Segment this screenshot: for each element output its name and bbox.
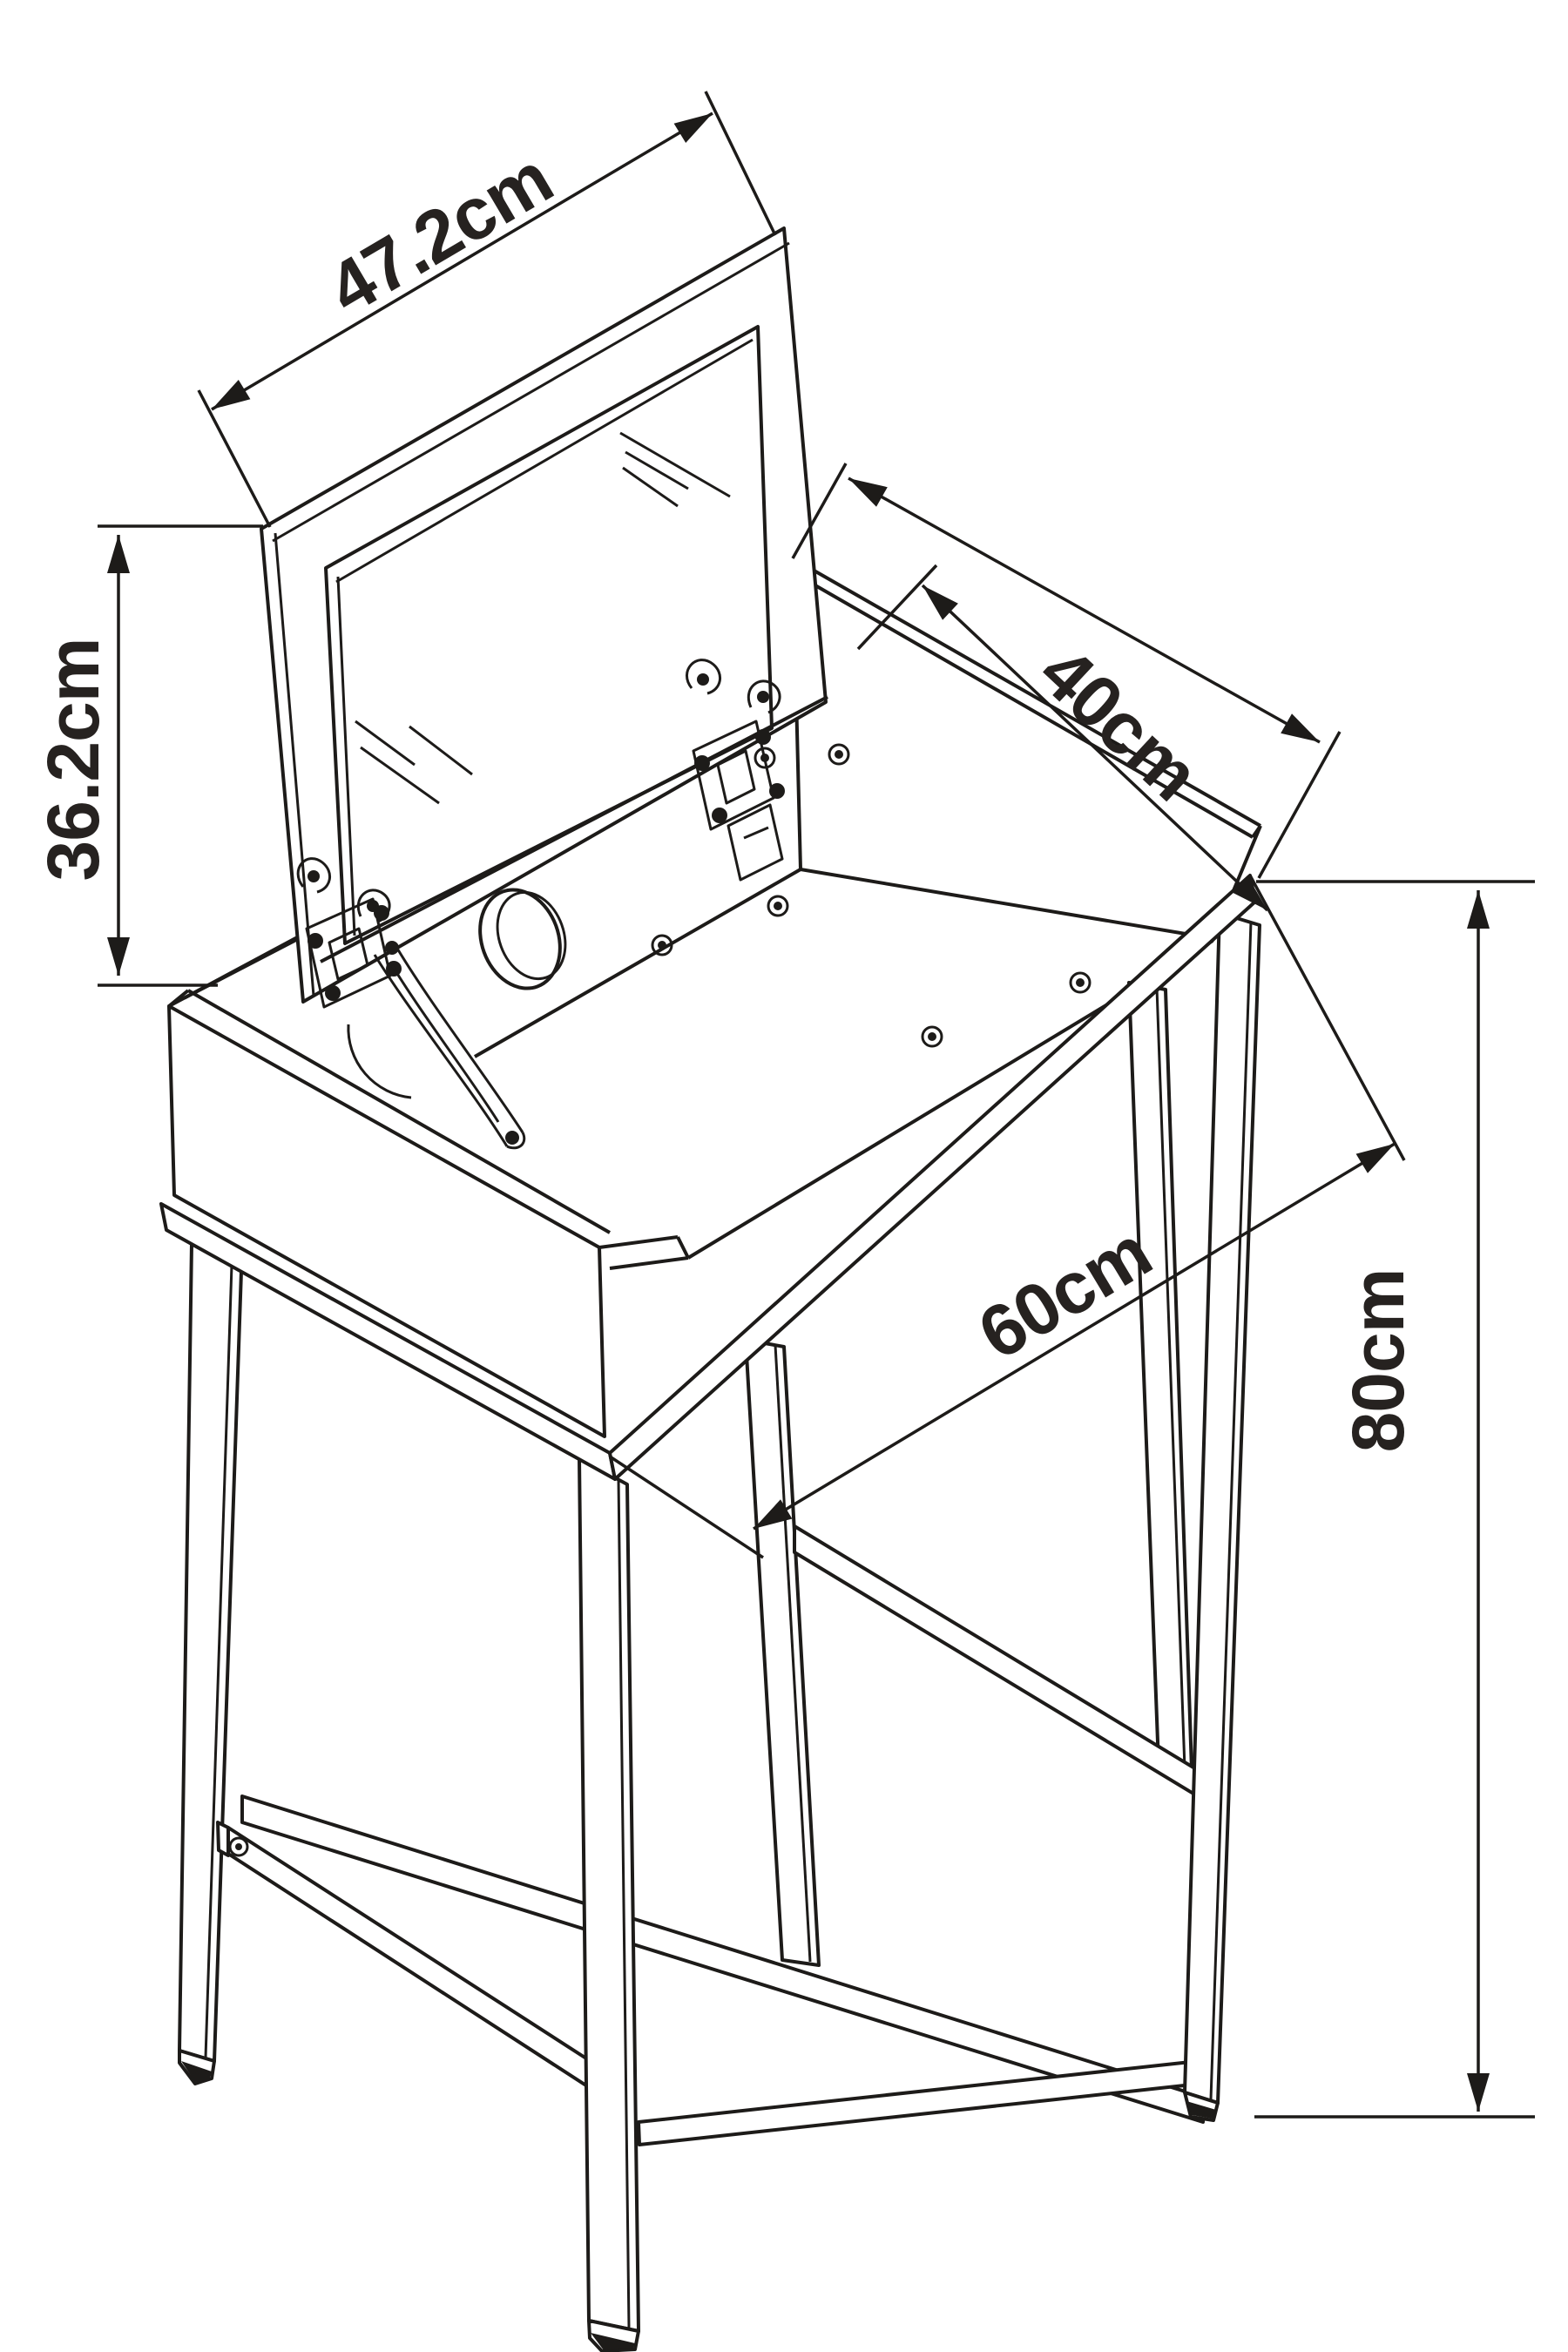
dimension-tabletop-width: 60cm (609, 875, 1406, 1559)
dimension-tabletop-depth: 40cm (856, 564, 1269, 912)
mirror-shine-upper (619, 431, 731, 508)
right-rim-inner (802, 577, 1254, 839)
leg-front-right (578, 1456, 640, 2352)
lid-board (260, 226, 828, 1004)
front-chamfer-top (598, 1235, 679, 1249)
label-lid-width: 47.2cm (314, 137, 565, 331)
dimension-lid-depth: 36.2cm (32, 524, 263, 987)
cable-hole (478, 888, 562, 990)
floor-back-edge (474, 868, 801, 1058)
stay-arm (373, 941, 526, 1150)
screw-icons (651, 743, 1092, 1048)
leg-back-left (744, 1338, 821, 1967)
label-height: 80cm (1337, 1269, 1419, 1453)
dimension-height: 80cm (1254, 880, 1535, 2119)
mirror-shine-lower (355, 720, 473, 805)
right-rim-outer (792, 557, 1261, 828)
leg-back-right-inner (1127, 981, 1193, 1772)
front-chamfer-bottom (609, 1256, 689, 1270)
hinge-left (296, 857, 526, 1150)
dimension-box-edge (791, 463, 1342, 879)
hinge-right (686, 659, 785, 882)
label-tabletop-width: 60cm (964, 1210, 1164, 1375)
leg-back-right (1183, 911, 1261, 2122)
stay-arc (347, 1024, 412, 1099)
stretcher-long-diagonal (240, 1794, 1206, 2124)
front-rim-inner (187, 989, 611, 1234)
lid (260, 226, 828, 1004)
leg-front-left (178, 1242, 243, 2085)
stretcher-right-side (637, 2059, 1202, 2146)
label-lid-depth: 36.2cm (32, 639, 114, 882)
floor-right-edge (800, 868, 1207, 939)
bolt-icon (228, 1836, 249, 1857)
mirror-frame (324, 325, 774, 945)
